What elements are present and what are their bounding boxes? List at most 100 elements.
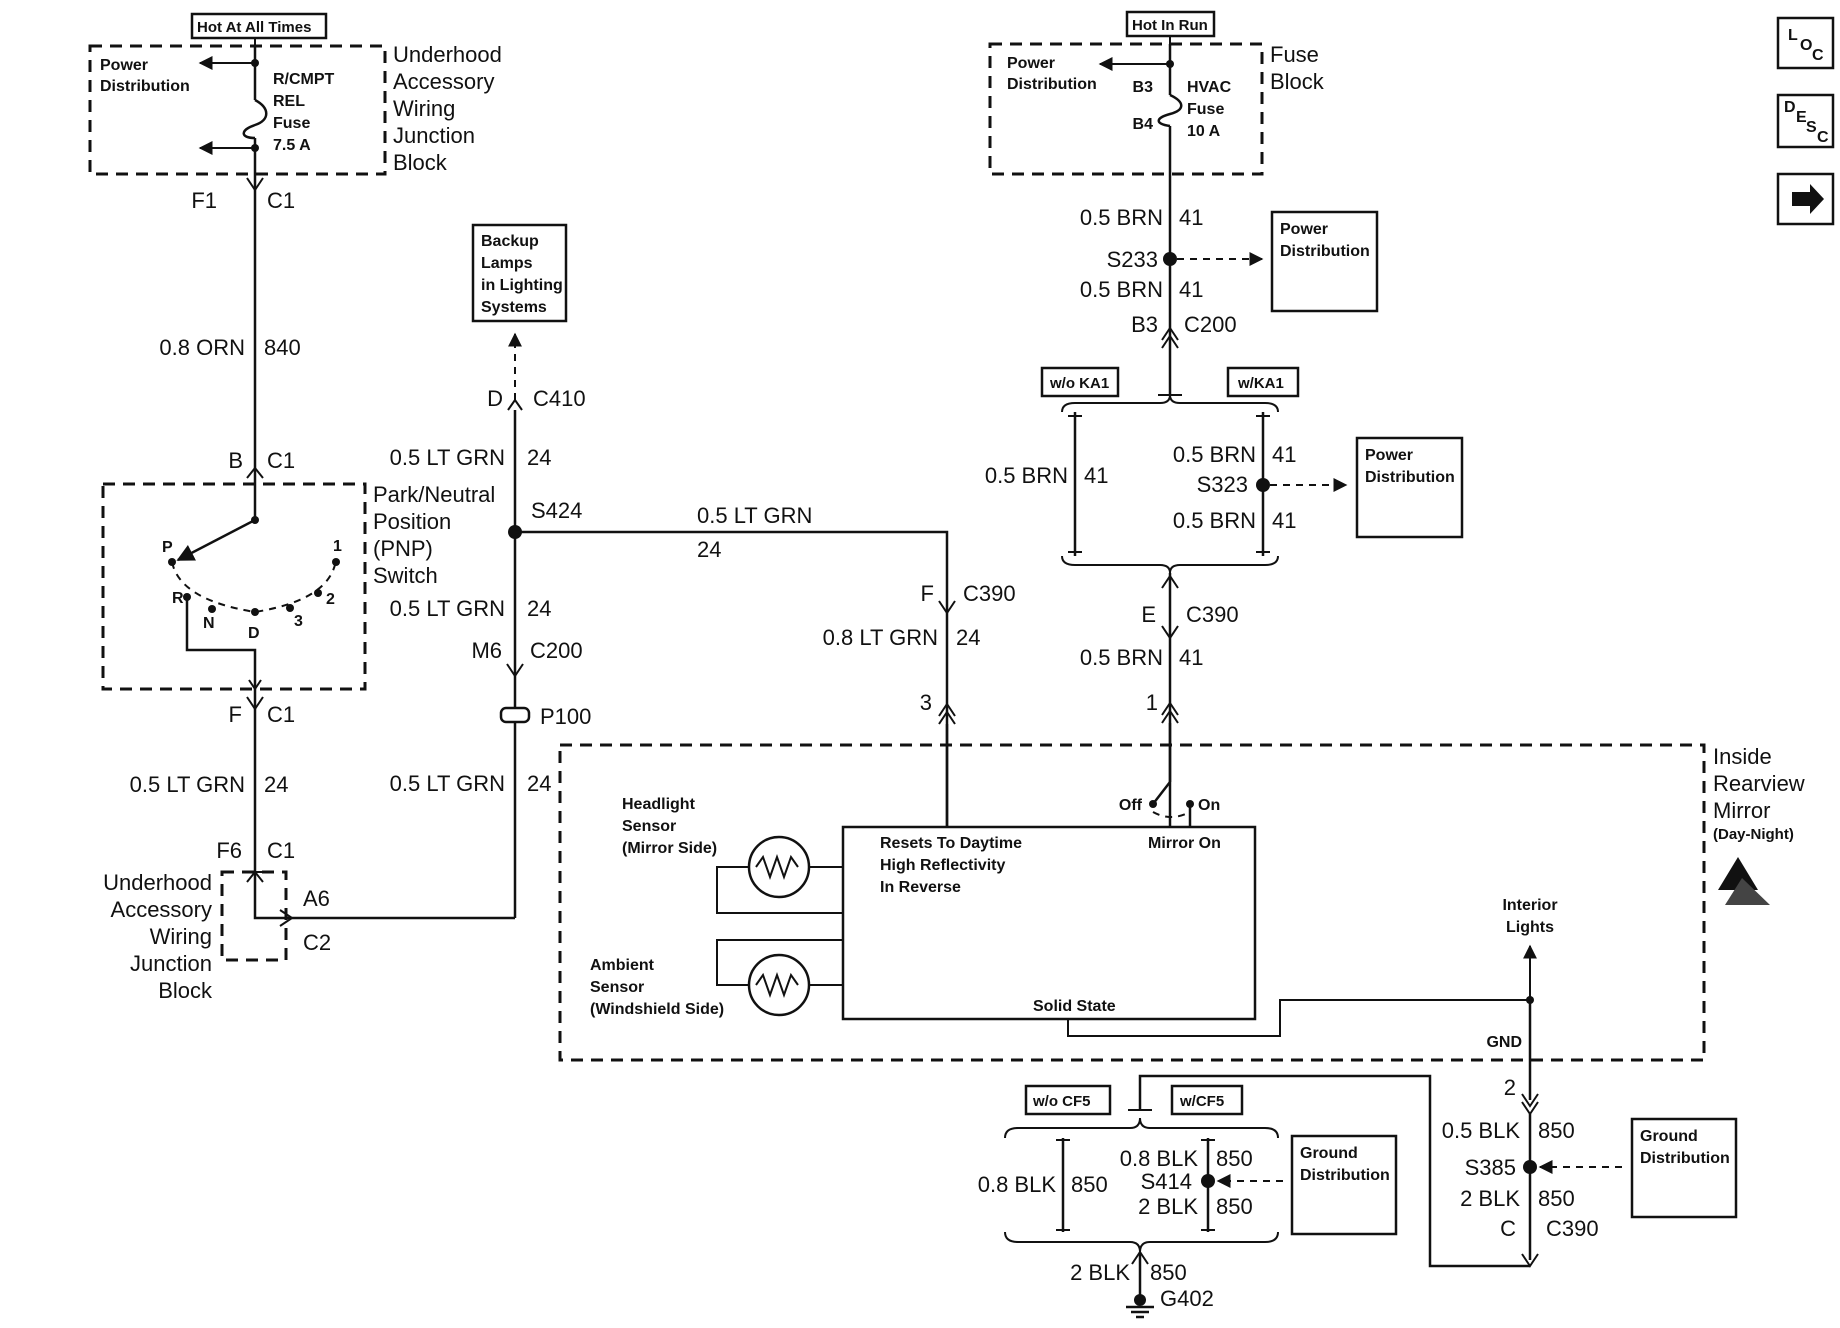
pin-label: 2 xyxy=(1504,1075,1516,1100)
fuse-symbol xyxy=(242,98,268,140)
ground-distribution-box-left xyxy=(1290,1134,1398,1236)
circuit-label: 41 xyxy=(1272,442,1296,467)
switch-off-label: Off xyxy=(1119,797,1143,814)
pin-label: 1 xyxy=(1146,690,1158,715)
circuit-label: 24 xyxy=(527,771,551,796)
fuse-label: Fuse xyxy=(1187,101,1224,118)
wire-label: 0.8 BLK xyxy=(1120,1146,1199,1171)
junction-block-label: Block xyxy=(393,150,448,175)
interior-lights-label: Lights xyxy=(1506,919,1554,936)
backup-lamps-label: Systems xyxy=(481,299,547,316)
mirror-switch xyxy=(1152,781,1171,805)
power-distribution-box xyxy=(1270,210,1379,313)
pin-label: E xyxy=(1141,602,1156,627)
circuit-label: 840 xyxy=(264,335,301,360)
option-label: w/o KA1 xyxy=(1049,375,1109,392)
wo-ka1-tag xyxy=(1040,366,1120,398)
fuse-label: HVAC xyxy=(1187,79,1232,96)
fuse-label: REL xyxy=(273,93,305,110)
circuit-label: 850 xyxy=(1216,1194,1253,1219)
pin-label: B3 xyxy=(1131,312,1158,337)
wire-label: 0.5 BRN xyxy=(985,463,1068,488)
pass-through-label: P100 xyxy=(540,704,591,729)
wire-label: 0.5 LT GRN xyxy=(390,596,505,621)
wire-24-horizontal xyxy=(515,530,949,840)
backup-lamps-label: in Lighting xyxy=(481,277,563,294)
power-distribution-label: Distribution xyxy=(1280,243,1370,260)
circuit-label: 41 xyxy=(1179,205,1203,230)
ground-distribution-box-right xyxy=(1630,1117,1738,1219)
headlight-sensor-label: (Mirror Side) xyxy=(622,840,717,857)
fuse-block-label: Block xyxy=(1270,69,1325,94)
position-label: 1 xyxy=(333,538,342,555)
ground-distribution-label: Distribution xyxy=(1640,1150,1730,1167)
position-label: R xyxy=(172,590,184,607)
connector-label: C390 xyxy=(963,581,1016,606)
connector-label: C1 xyxy=(267,702,295,727)
svg-text:D: D xyxy=(1784,99,1796,116)
fuse-label: R/CMPT xyxy=(273,71,335,88)
fuse-label: Fuse xyxy=(273,115,310,132)
svg-text:E: E xyxy=(1796,109,1807,126)
ground-distribution-label: Distribution xyxy=(1300,1167,1390,1184)
wire-label: 0.8 BLK xyxy=(978,1172,1057,1197)
resets-label: Resets To Daytime xyxy=(880,835,1022,852)
hvac-fuse-symbol xyxy=(1157,93,1183,128)
option-brace-top xyxy=(1061,394,1279,413)
circuit-label: 41 xyxy=(1272,508,1296,533)
underhood-junction-block-outline xyxy=(88,44,387,176)
power-distribution-label: Distribution xyxy=(1365,469,1455,486)
solid-state-label: Solid State xyxy=(1033,998,1116,1015)
power-distribution-box-2 xyxy=(1355,436,1464,539)
circuit-label: 24 xyxy=(697,537,721,562)
junction-block-label: Junction xyxy=(130,951,212,976)
next-arrow-button[interactable] xyxy=(1776,172,1835,226)
ground-distribution-label: Ground xyxy=(1640,1128,1698,1145)
backup-lamps-box xyxy=(471,223,568,323)
resets-label: In Reverse xyxy=(880,879,961,896)
junction-block-label: Block xyxy=(158,978,213,1003)
circuit-label: 41 xyxy=(1084,463,1108,488)
wire-label: 0.5 BRN xyxy=(1173,442,1256,467)
circuit-label: 24 xyxy=(527,445,551,470)
wire-label: 2 BLK xyxy=(1070,1260,1130,1285)
pnp-position-arc xyxy=(171,559,337,614)
mirror-title: Mirror xyxy=(1713,798,1770,823)
pin-label: F xyxy=(921,581,934,606)
wire-label: 0.5 BRN xyxy=(1080,645,1163,670)
pass-through-p100 xyxy=(499,706,531,724)
connector-label: C1 xyxy=(267,448,295,473)
connector-label: C410 xyxy=(533,386,586,411)
wire-label: 0.5 LT GRN xyxy=(130,772,245,797)
splice-label: S414 xyxy=(1141,1169,1192,1194)
right-arrow-icon xyxy=(1792,184,1824,214)
pin-label: F6 xyxy=(216,838,242,863)
power-distribution-label: Power xyxy=(1280,221,1328,238)
fuse-label: 7.5 A xyxy=(273,137,311,154)
pnp-switch-outline xyxy=(101,482,367,691)
junction-block-label: Wiring xyxy=(150,924,212,949)
ground-g402-icon xyxy=(1126,1294,1154,1319)
backup-lamps-label: Backup xyxy=(481,233,539,250)
wire-label: 0.8 ORN xyxy=(159,335,245,360)
switch-on-label: On xyxy=(1198,797,1220,814)
headlight-sensor xyxy=(747,835,811,899)
position-label: P xyxy=(162,539,173,556)
cf5-brace-top xyxy=(1004,1117,1279,1139)
junction-block-label: Underhood xyxy=(103,870,212,895)
hot-in-run-label: Hot In Run xyxy=(1132,17,1208,34)
wire-label: 0.5 BRN xyxy=(1080,205,1163,230)
circuit-label: 850 xyxy=(1538,1118,1575,1143)
pin-label: D xyxy=(487,386,503,411)
fuse-label: 10 A xyxy=(1187,123,1221,140)
interior-lights-label: Interior xyxy=(1502,897,1557,914)
connector-label: C390 xyxy=(1186,602,1239,627)
loc-button[interactable]: LOC xyxy=(1776,16,1835,70)
svg-text:S: S xyxy=(1806,119,1817,136)
pnp-label: Park/Neutral xyxy=(373,482,495,507)
wire-label: 2 BLK xyxy=(1138,1194,1198,1219)
circuit-label: 850 xyxy=(1538,1186,1575,1211)
position-label: N xyxy=(203,615,215,632)
junction-block-label: Wiring xyxy=(393,96,455,121)
